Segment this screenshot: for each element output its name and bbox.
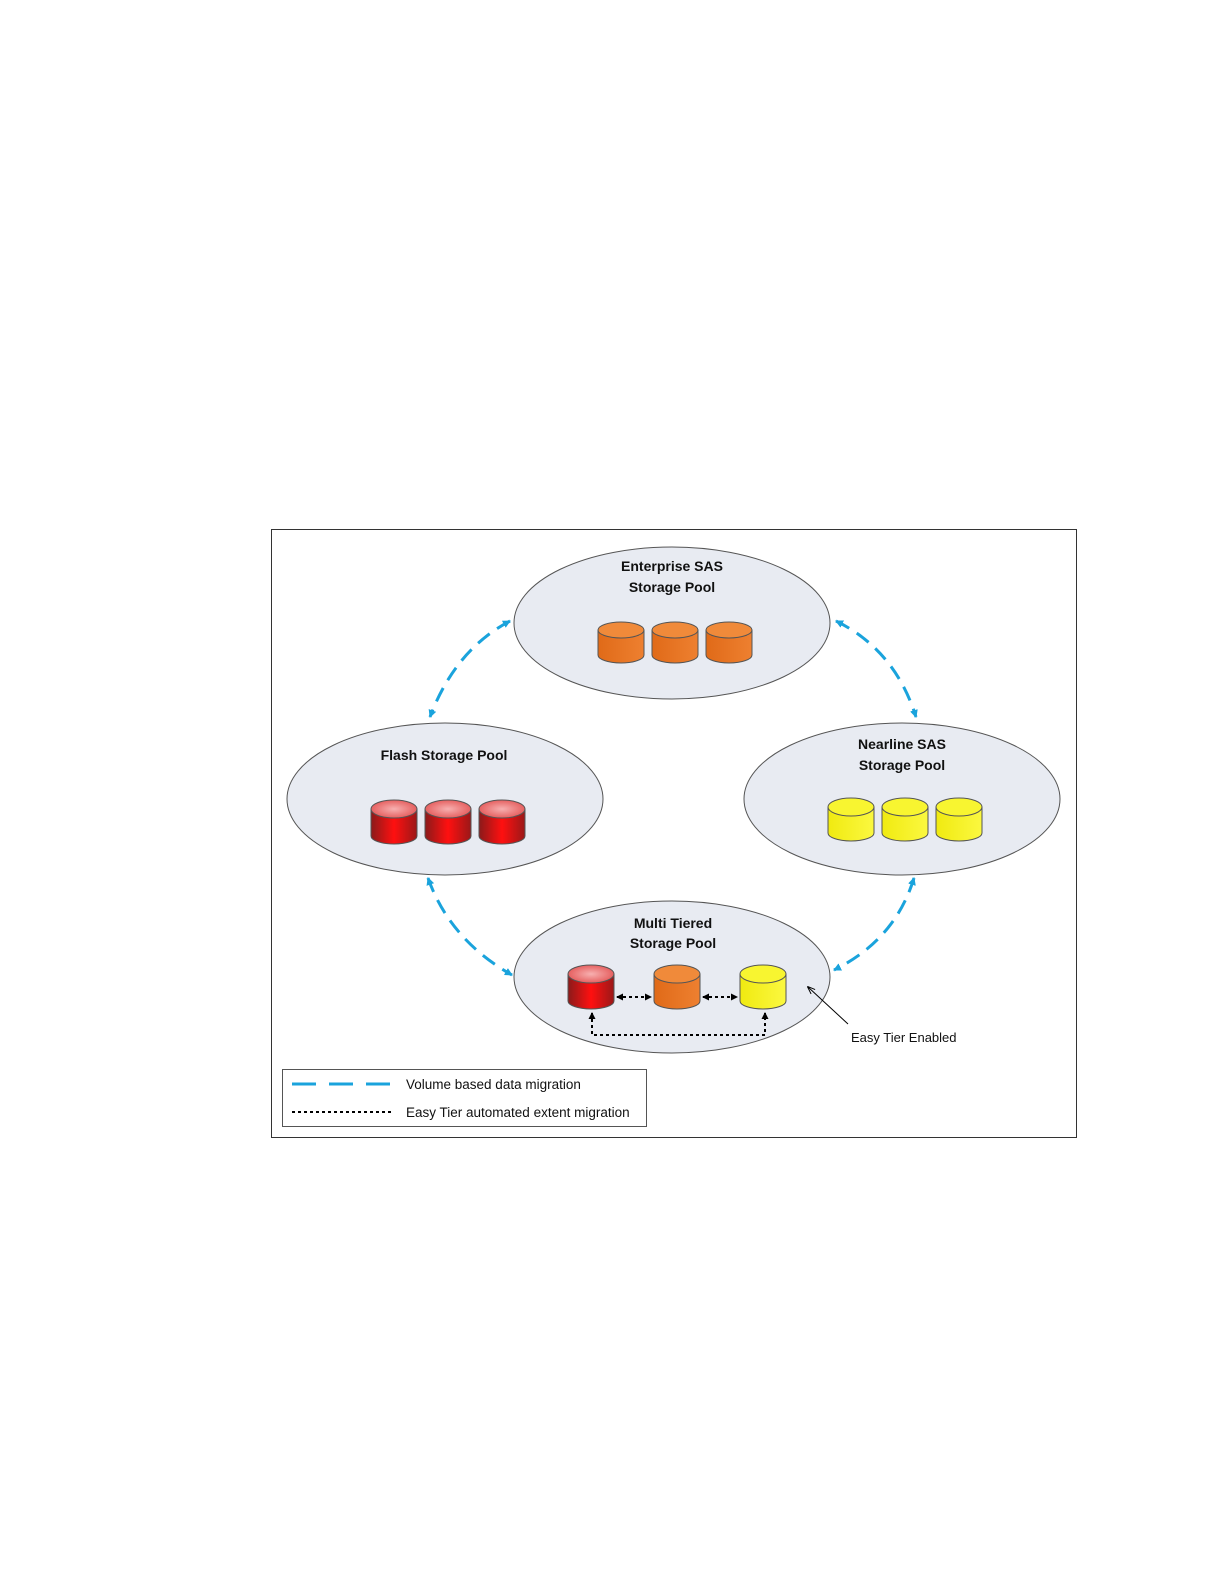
multi-pool-title-line1: Multi Tiered [634,915,712,931]
multi-tiered-pool: Multi Tiered Storage Pool [514,901,830,1053]
flash-pool-ellipse [287,723,603,875]
enterprise-pool-title-line1: Enterprise SAS [621,558,723,574]
flash-disk-3 [479,800,525,844]
enterprise-pool-title-line2: Storage Pool [629,579,715,595]
easy-tier-label: Easy Tier Enabled [851,1030,957,1045]
nearline-disk-3 [936,798,982,841]
nearline-pool-title-line2: Storage Pool [859,757,945,773]
nearline-disk-2 [882,798,928,841]
enterprise-disk-3 [706,622,752,663]
enterprise-disk-1 [598,622,644,663]
enterprise-disk-2 [652,622,698,663]
legend-extent-label: Easy Tier automated extent migration [406,1105,630,1120]
flash-pool-title: Flash Storage Pool [381,747,508,763]
nearline-pool-title-line1: Nearline SAS [858,736,946,752]
legend-volume-label: Volume based data migration [406,1077,581,1092]
nearline-disk-1 [828,798,874,841]
multi-disk-nearline [740,965,786,1009]
flash-disk-2 [425,800,471,844]
multi-disk-enterprise [654,965,700,1009]
enterprise-sas-pool: Enterprise SAS Storage Pool [514,547,830,699]
multi-pool-title-line2: Storage Pool [630,935,716,951]
multi-disk-flash [568,965,614,1009]
nearline-sas-pool: Nearline SAS Storage Pool [744,723,1060,875]
flash-disk-1 [371,800,417,844]
flash-storage-pool: Flash Storage Pool [287,723,603,875]
legend: Volume based data migration Easy Tier au… [283,1070,647,1127]
